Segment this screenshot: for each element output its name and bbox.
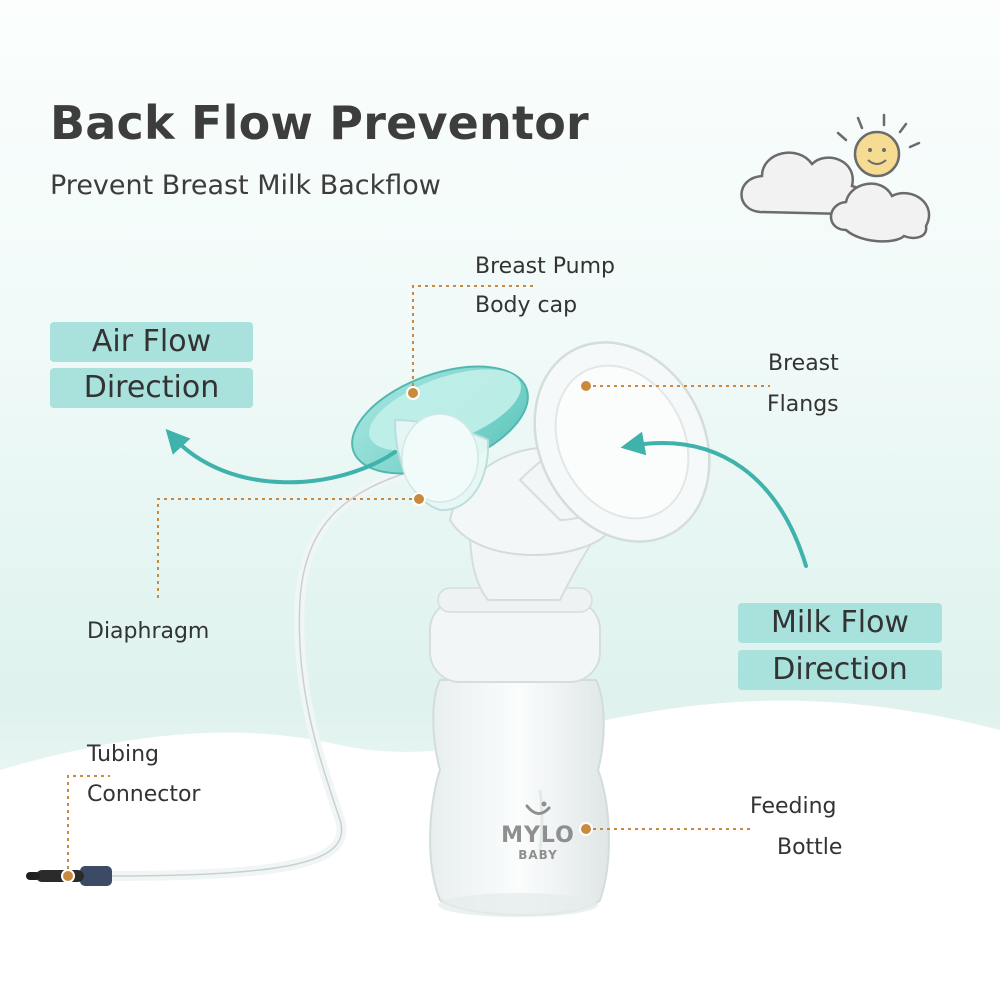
brand-logo: MYLO BABY: [498, 800, 578, 862]
logo-wordmark: MYLO: [501, 823, 575, 848]
callout-dots: [61, 379, 593, 883]
milk-flow-arrow-icon: [620, 431, 808, 568]
sun-cloud-icon: [740, 113, 931, 243]
body-cap-label-line1: Breast Pump: [475, 254, 615, 279]
page-subtitle: Prevent Breast Milk Backflow: [50, 170, 441, 201]
milk-flow-badge-line2: Direction: [738, 650, 942, 690]
callout-leaders: [67, 285, 770, 876]
logo-subtext: BABY: [518, 848, 558, 862]
air-flow-badge-line2: Direction: [50, 368, 253, 408]
page-title: Back Flow Preventor: [50, 96, 589, 150]
body-cap-label-line2: Body cap: [475, 293, 578, 318]
body-cap: [351, 365, 529, 512]
flange-label-line2: Flangs: [767, 392, 839, 417]
logo-smile-icon: [525, 801, 551, 815]
flange-label-line1: Breast: [768, 351, 839, 376]
bottle-label-line1: Feeding: [750, 794, 837, 819]
tubing-label-line1: Tubing: [87, 742, 160, 767]
tubing-label-line2: Connector: [87, 782, 201, 807]
feeding-bottle: [429, 587, 610, 917]
diaphragm-label: Diaphragm: [87, 619, 210, 644]
air-flow-badge-line1: Air Flow: [50, 322, 253, 362]
milk-flow-badge-line1: Milk Flow: [738, 603, 942, 643]
air-flow-arrow-icon: [165, 428, 397, 485]
bottle-label-line2: Bottle: [777, 835, 843, 860]
